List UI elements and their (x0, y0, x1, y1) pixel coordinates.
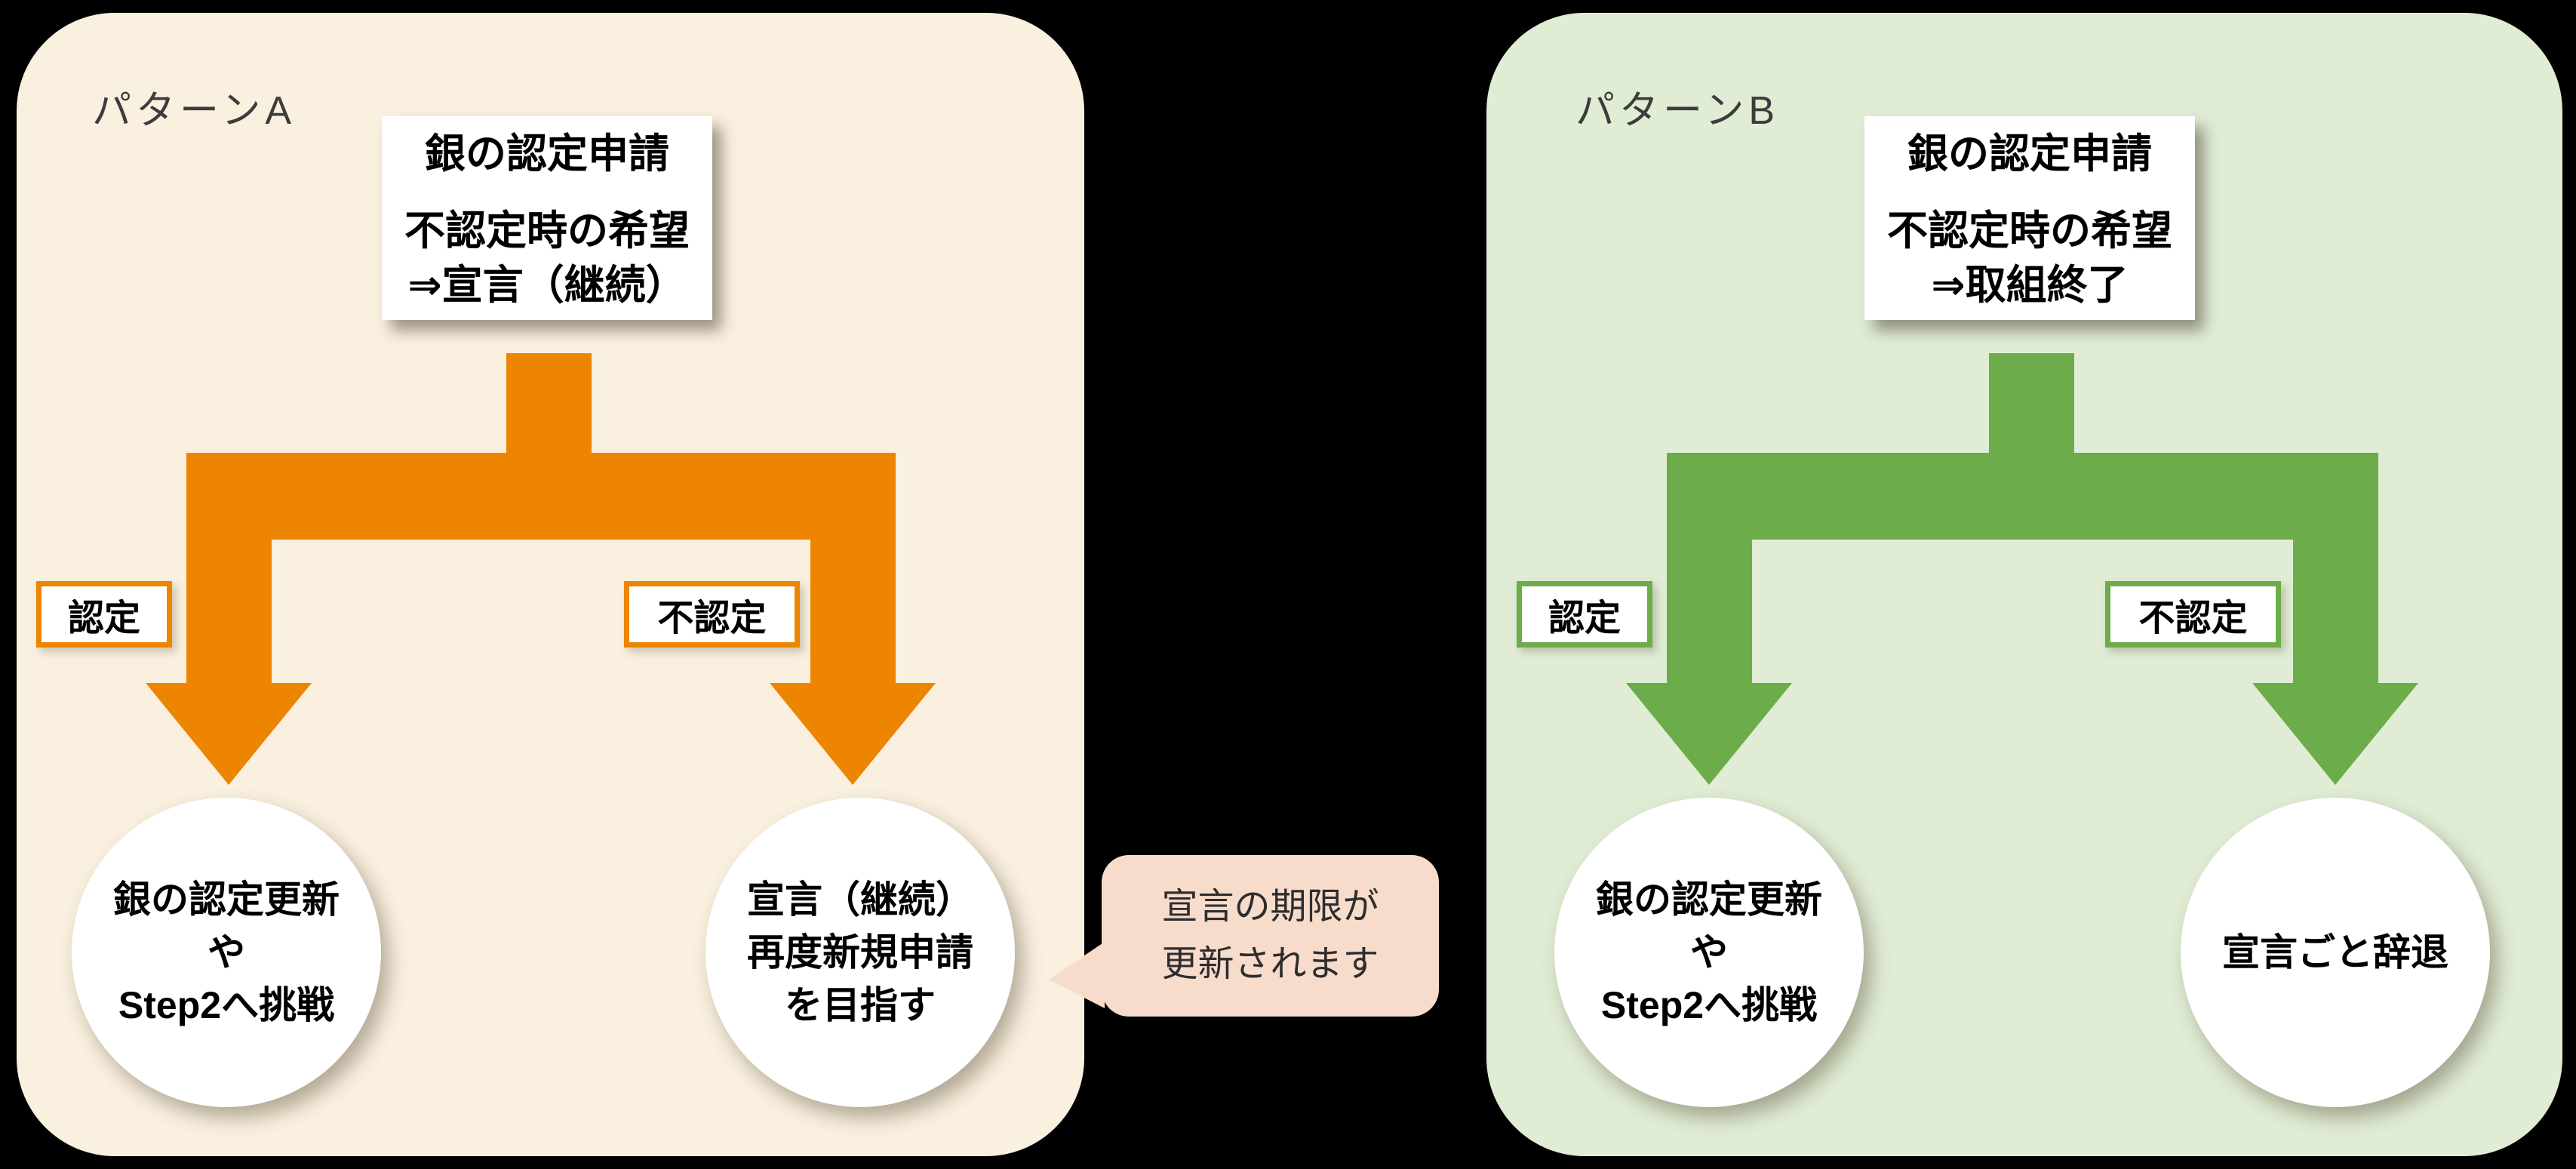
flow-arrow-right-shaft-a (810, 453, 896, 683)
outcome-circle-certified-a: 銀の認定更新 や Step2へ挑戦 (72, 798, 381, 1107)
callout-tail-icon (1049, 942, 1105, 1008)
branch-label-not-certified-a: 不認定 (624, 581, 800, 648)
application-box-line: ⇒宣言（継続） (407, 263, 687, 308)
deadline-callout-bubble: 宣言の期限が 更新されます (1102, 855, 1439, 1017)
pattern-a-label: パターンA (92, 89, 297, 133)
callout-line: 更新されます (1161, 944, 1379, 984)
flow-arrow-stem-a (506, 353, 592, 459)
outcome-line: を目指す (785, 984, 936, 1026)
branch-label-certified-a: 認定 (36, 581, 172, 648)
outcome-circle-not-certified-b: 宣言ごと辞退 (2181, 798, 2490, 1107)
outcome-line: や (207, 931, 245, 974)
branch-label-certified-b: 認定 (1517, 581, 1652, 648)
outcome-line: 宣言ごと辞退 (2222, 931, 2448, 974)
application-box-line: 不認定時の希望 (404, 208, 690, 254)
flow-arrow-crossbar-a (186, 453, 896, 540)
outcome-line: 銀の認定更新 (1596, 878, 1822, 921)
application-box-line: ⇒取組終了 (1931, 263, 2129, 308)
flow-arrow-right-shaft-b (2293, 453, 2378, 683)
pattern-b-label: パターンB (1575, 89, 1780, 133)
pattern-a-application-box: 銀の認定申請 不認定時の希望 ⇒宣言（継続） (382, 116, 712, 320)
outcome-line: 再度新規申請 (747, 931, 973, 974)
outcome-line: 銀の認定更新 (113, 878, 340, 921)
arrowhead-down-icon (1626, 683, 1792, 785)
application-box-line: 不認定時の希望 (1887, 208, 2172, 254)
outcome-line: 宣言（継続） (747, 878, 973, 921)
outcome-circle-certified-b: 銀の認定更新 や Step2へ挑戦 (1554, 798, 1864, 1107)
outcome-line: Step2へ挑戦 (1600, 984, 1818, 1026)
pattern-b-application-box: 銀の認定申請 不認定時の希望 ⇒取組終了 (1864, 116, 2195, 320)
arrowhead-down-icon (770, 683, 936, 785)
arrowhead-down-icon (146, 683, 312, 785)
outcome-circle-not-certified-a: 宣言（継続） 再度新規申請 を目指す (705, 798, 1015, 1107)
flow-arrow-stem-b (1989, 353, 2074, 459)
callout-line: 宣言の期限が (1161, 887, 1379, 927)
application-box-line: 銀の認定申請 (1907, 131, 2152, 177)
flow-arrow-crossbar-b (1667, 453, 2378, 540)
arrowhead-down-icon (2252, 683, 2418, 785)
application-box-line: 銀の認定申請 (425, 131, 669, 177)
branch-label-not-certified-b: 不認定 (2105, 581, 2281, 648)
outcome-line: や (1690, 931, 1728, 974)
flow-arrow-left-shaft-b (1667, 453, 1752, 683)
flow-arrow-left-shaft-a (186, 453, 272, 683)
outcome-line: Step2へ挑戦 (118, 984, 335, 1026)
